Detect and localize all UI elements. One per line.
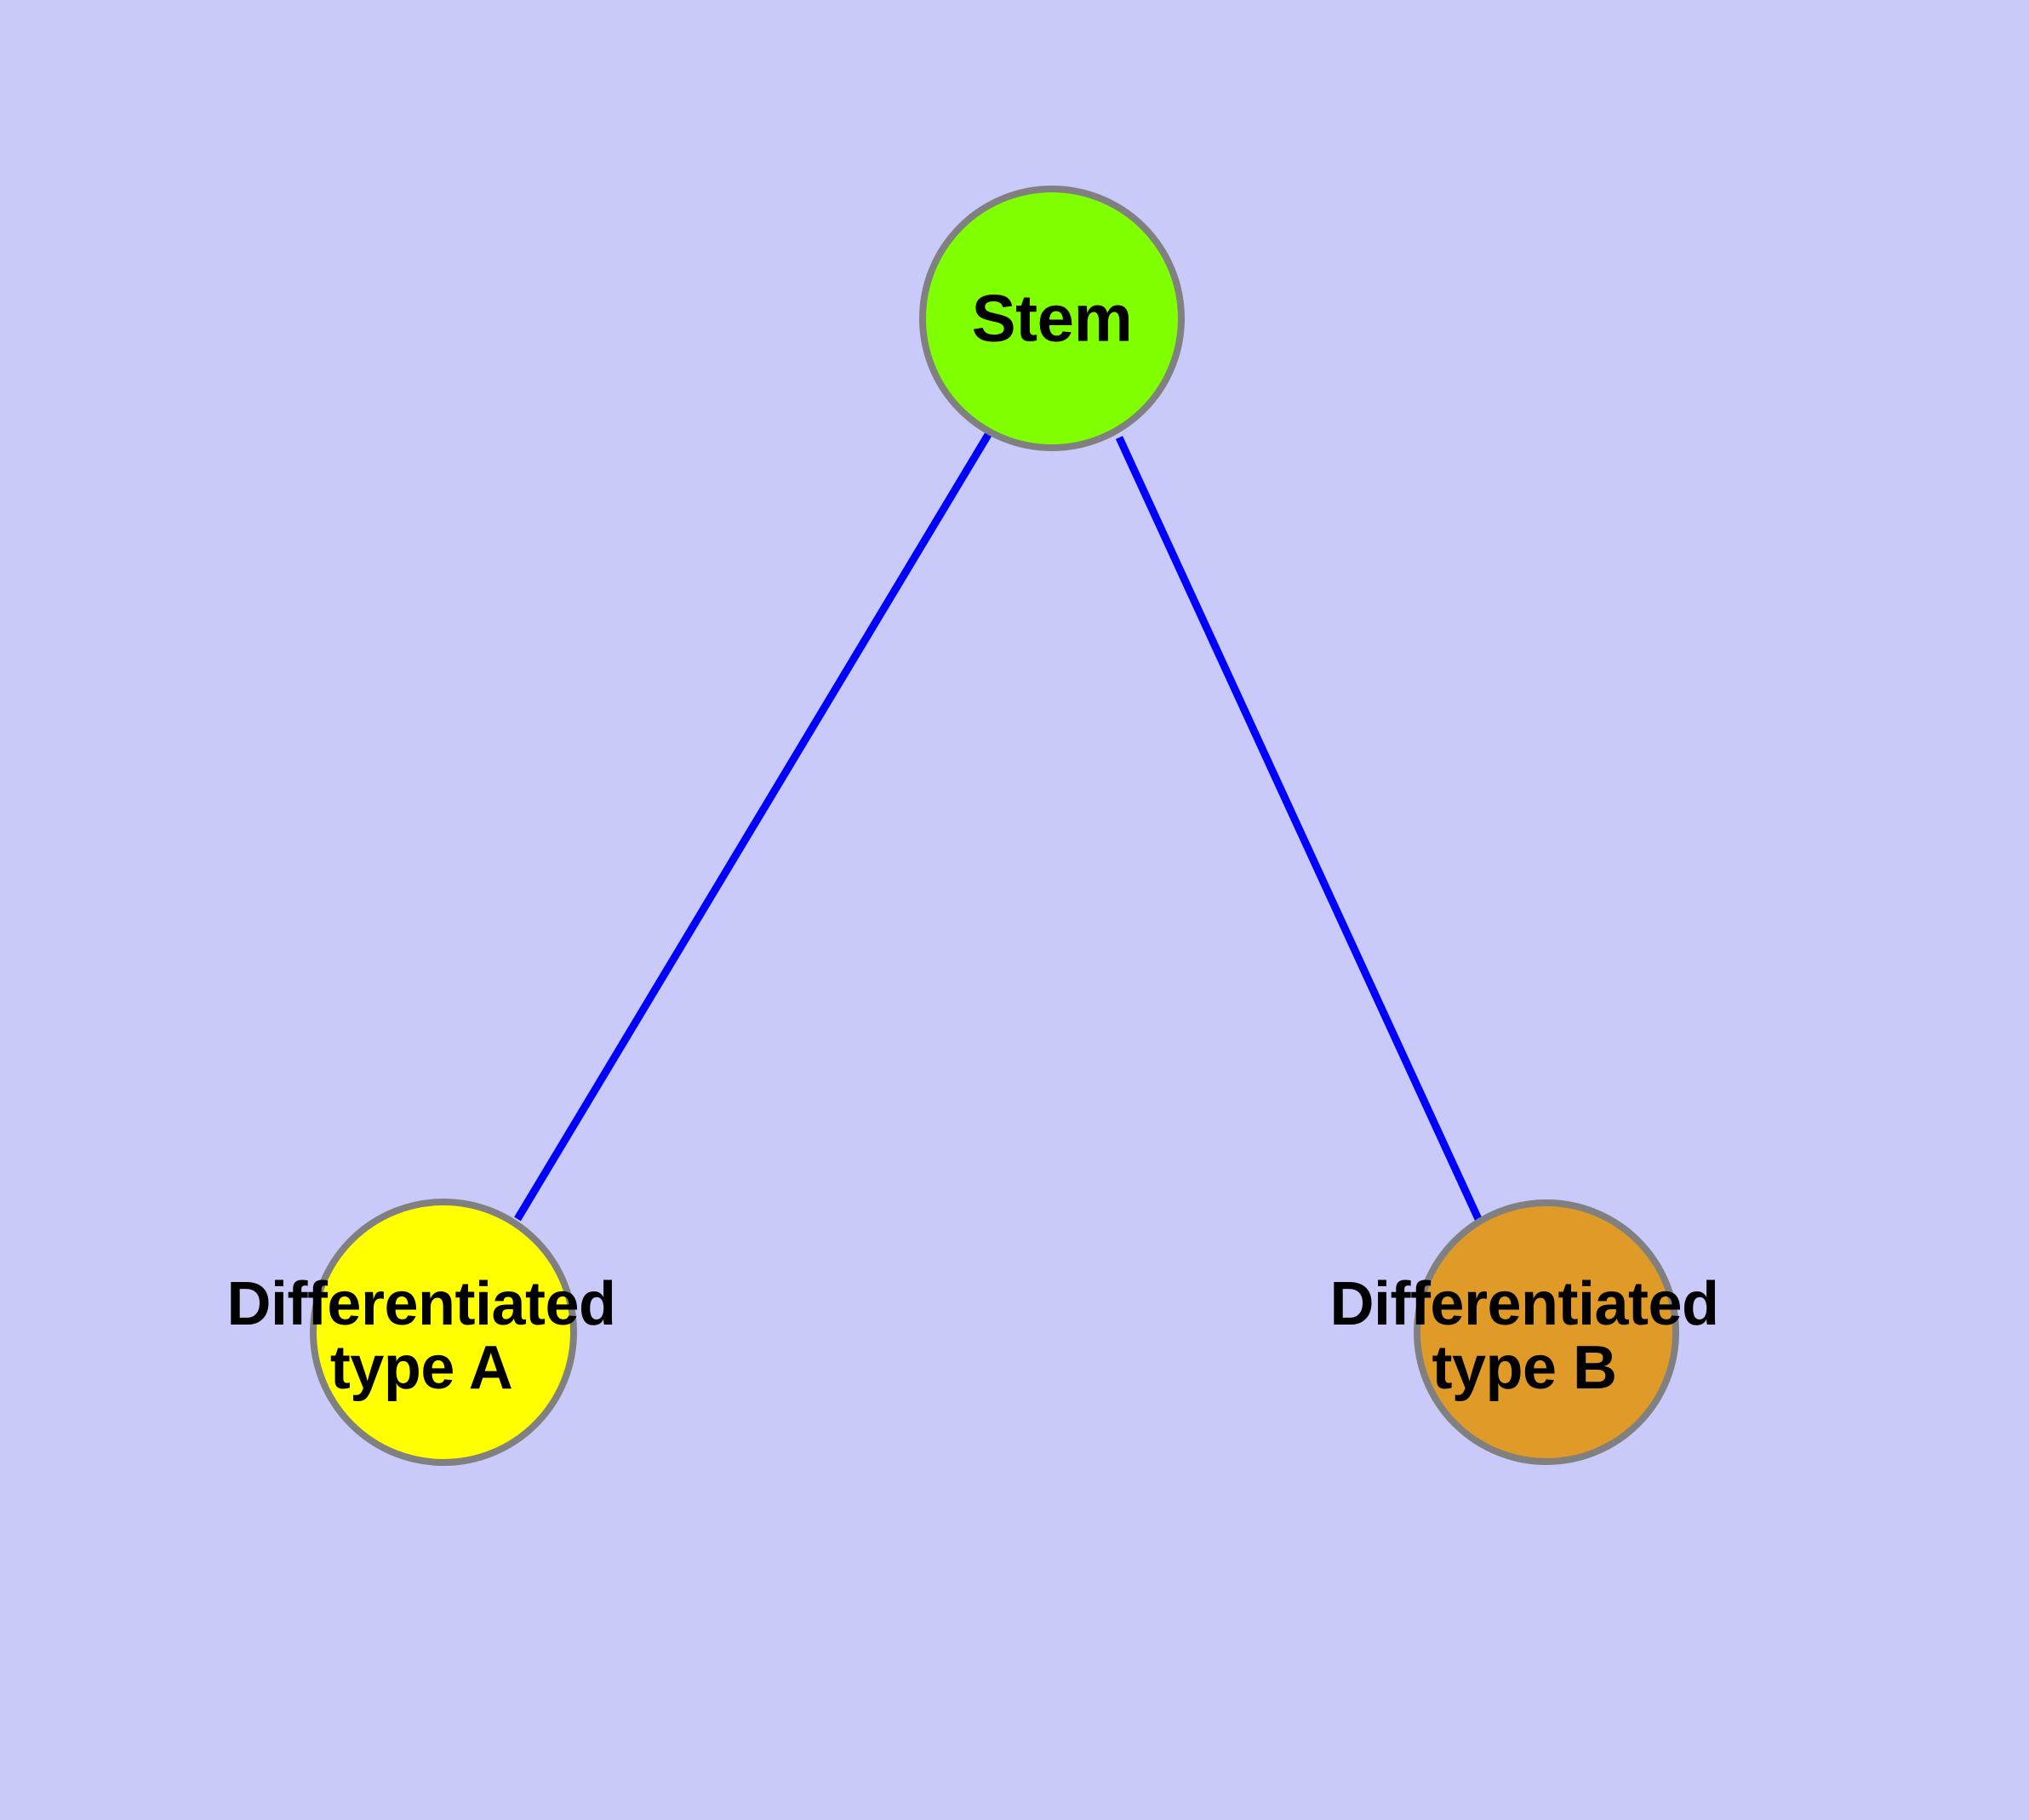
edges-group bbox=[514, 431, 1483, 1222]
graph-node-stem[interactable] bbox=[919, 186, 1185, 451]
graph-node-diff-a[interactable] bbox=[310, 1199, 577, 1466]
graph-edge[interactable] bbox=[1115, 436, 1483, 1221]
nodes-group bbox=[310, 186, 1679, 1466]
graph-node-diff-b[interactable] bbox=[1414, 1199, 1679, 1465]
graph-edge[interactable] bbox=[514, 431, 992, 1222]
